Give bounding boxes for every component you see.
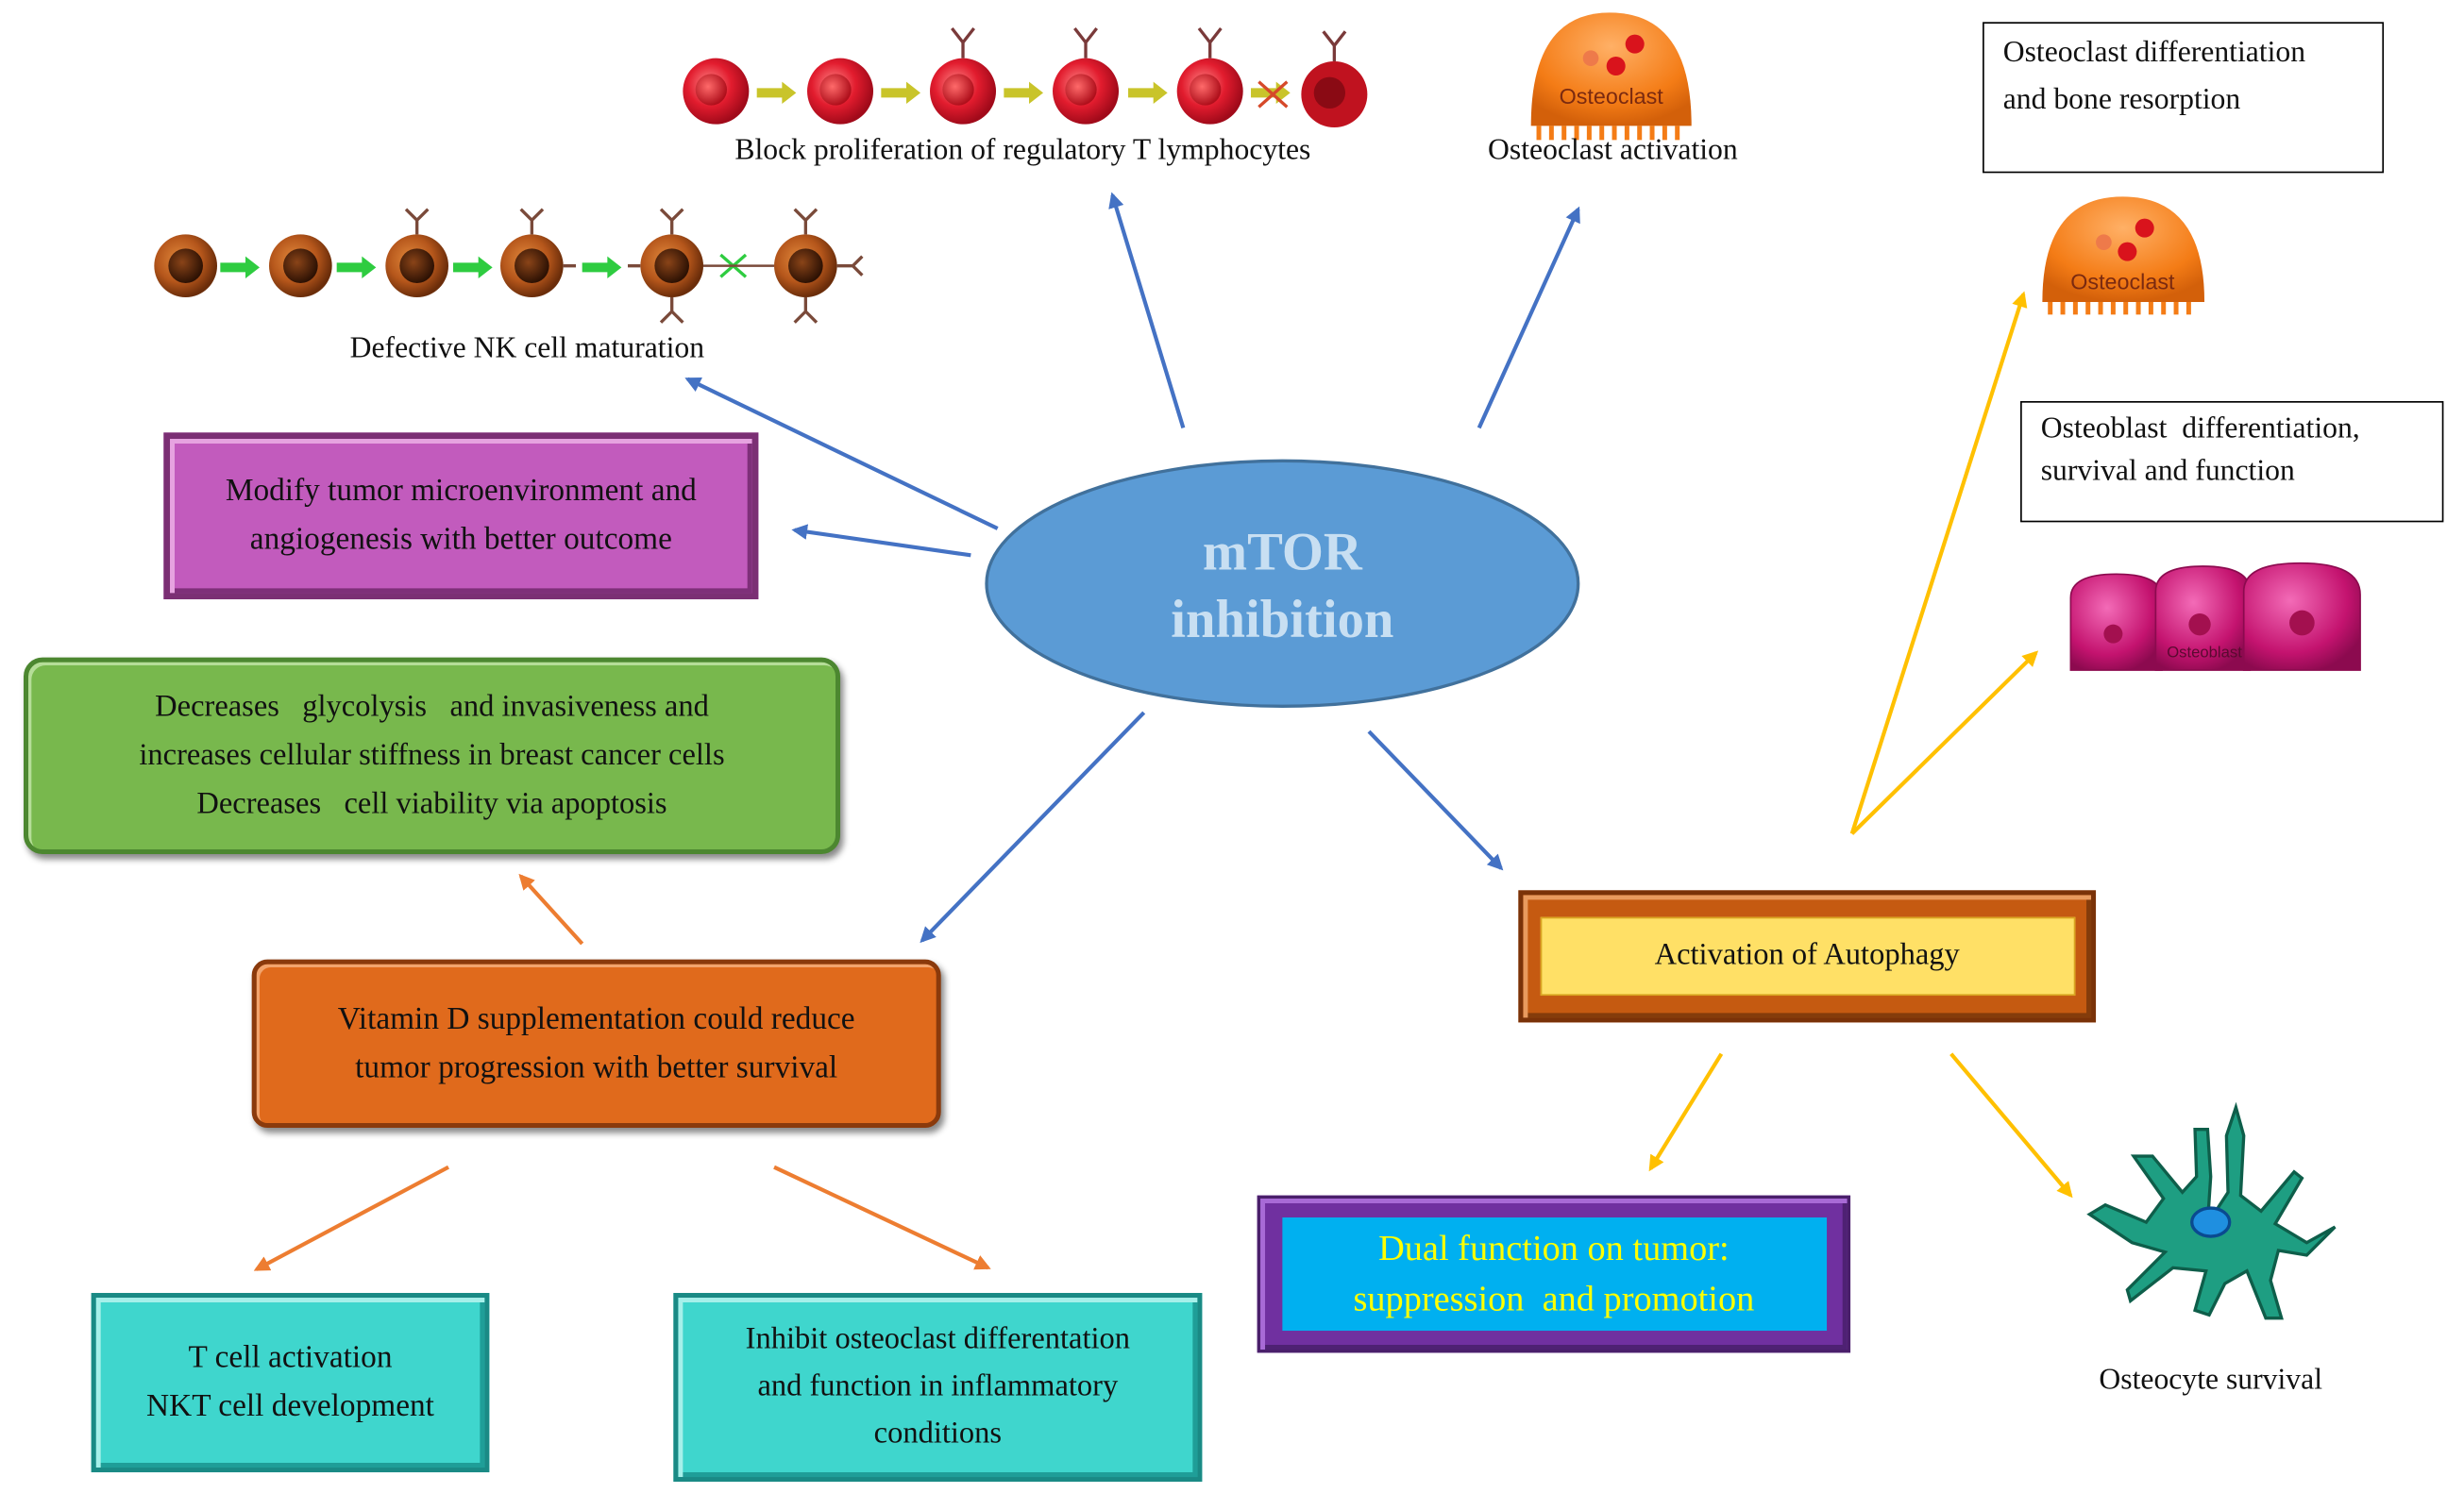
arrow-to-treg [1108, 192, 1186, 428]
arrow-to-osteoblast [1850, 650, 2039, 835]
osteocyte-label: Osteocyte survival [2099, 1364, 2322, 1398]
osteoblast-diff-box: Osteoblast differentiation, survival and… [2020, 401, 2444, 523]
treg-cell-icon [930, 26, 997, 125]
breast-cancer-line1: Decreases glycolysis and invasiveness an… [155, 690, 709, 724]
microenvironment-line1: Modify tumor microenvironment and [225, 473, 697, 509]
nk-cell-icon [500, 208, 577, 298]
vitamin-d-line2: tumor progression with better survival [355, 1049, 838, 1085]
t-cell-box: T cell activation NKT cell development [91, 1293, 490, 1473]
arrow-to-osteocyte [1949, 1052, 2073, 1199]
nk-cell-icon [154, 234, 218, 298]
osteoclast-activation-label: Osteoclast activation [1488, 133, 1738, 167]
mtor-node: mTOR inhibition [985, 459, 1580, 709]
microenvironment-box: Modify tumor microenvironment and angiog… [163, 432, 759, 600]
arrows-orange [253, 873, 991, 1271]
treg-cell-icon [807, 58, 874, 125]
arrow-to-osteoclast-right [1849, 291, 2028, 834]
autophagy-box: Activation of Autophagy [1518, 890, 2097, 1023]
osteoclast-inhibit-line1: Inhibit osteoclast differentation [745, 1322, 1131, 1356]
autophagy-label: Activation of Autophagy [1654, 938, 1960, 972]
nk-cell-icon [269, 234, 332, 298]
osteoclast-top-icon: Osteoclast [1530, 12, 1692, 141]
nk-cell-icon [774, 208, 864, 324]
t-cell-line1: T cell activation [188, 1340, 393, 1375]
breast-cancer-line2: increases cellular stiffness in breast c… [139, 739, 725, 773]
osteoblast-diff-line1: Osteoblast differentiation, [2040, 411, 2360, 445]
arrow-to-osteoclast-inhibit [773, 1165, 991, 1270]
osteoclast-right-icon: Osteoclast [2042, 196, 2205, 315]
arrow-to-osteoclast-activation [1477, 206, 1580, 429]
arrow-to-dual-function [1648, 1052, 1724, 1172]
dual-function-line2: suppression and promotion [1353, 1279, 1755, 1318]
nk-cell-chain [154, 208, 864, 324]
osteoclast-inhibit-line3: conditions [873, 1417, 1003, 1451]
nk-label: Defective NK cell maturation [349, 331, 705, 365]
treg-cell-chain [683, 26, 1368, 128]
osteoclast-top-label: Osteoclast [1560, 84, 1664, 109]
t-cell-line2: NKT cell development [146, 1388, 434, 1424]
arrows-yellow [1648, 291, 2073, 1199]
osteoblast-icon: Osteoblast [2069, 562, 2361, 671]
mtor-label-line2: inhibition [1171, 591, 1393, 649]
nk-cell-icon [385, 208, 449, 298]
osteoclast-inhibit-line2: and function in inflammatory [757, 1369, 1119, 1403]
autophagy-inner: Activation of Autophagy [1539, 916, 2075, 997]
osteoclast-diff-line2: and bone resorption [2002, 83, 2241, 117]
treg-cell-icon [1176, 26, 1243, 125]
osteoclast-inhibit-box: Inhibit osteoclast differentation and fu… [673, 1293, 1203, 1483]
osteoblast-label: Osteoblast [2167, 644, 2242, 662]
osteoblast-diff-line2: survival and function [2040, 453, 2295, 487]
osteoclast-right-label: Osteoclast [2070, 270, 2175, 294]
breast-cancer-line3: Decreases cell viability via apoptosis [196, 788, 667, 822]
osteoclast-diff-line1: Osteoclast differentiation [2002, 36, 2306, 70]
treg-cell-icon [1301, 30, 1368, 128]
arrow-small-icon [220, 256, 622, 279]
dual-function-inner: Dual function on tumor: suppression and … [1281, 1217, 1827, 1332]
microenvironment-line2: angiogenesis with better outcome [249, 522, 672, 558]
mtor-label-line1: mTOR [1203, 523, 1363, 581]
osteoclast-diff-box: Osteoclast differentiation and bone reso… [1983, 22, 2385, 174]
arrow-to-nk [684, 377, 999, 530]
dual-function-line1: Dual function on tumor: [1378, 1228, 1730, 1268]
vitamin-d-line1: Vitamin D supplementation could reduce [337, 1000, 855, 1036]
dual-function-box: Dual function on tumor: suppression and … [1257, 1195, 1851, 1353]
treg-cell-icon [1053, 26, 1120, 125]
vitamin-d-box: Vitamin D supplementation could reduce t… [251, 959, 941, 1129]
breast-cancer-box: Decreases glycolysis and invasiveness an… [24, 657, 841, 855]
arrows-blue [684, 192, 1580, 944]
arrow-to-vitamin-d [920, 711, 1146, 944]
arrow-to-t-cell [253, 1165, 449, 1271]
cross-icon [1257, 80, 1289, 109]
treg-label: Block proliferation of regulatory T lymp… [734, 133, 1311, 167]
arrow-to-microenvironment [791, 524, 971, 558]
nk-cell-icon [628, 208, 704, 324]
treg-cell-icon [683, 58, 750, 125]
osteocyte-icon [2086, 1101, 2337, 1320]
arrow-to-breast-cancer [518, 873, 584, 946]
arrow-to-autophagy [1367, 730, 1504, 871]
